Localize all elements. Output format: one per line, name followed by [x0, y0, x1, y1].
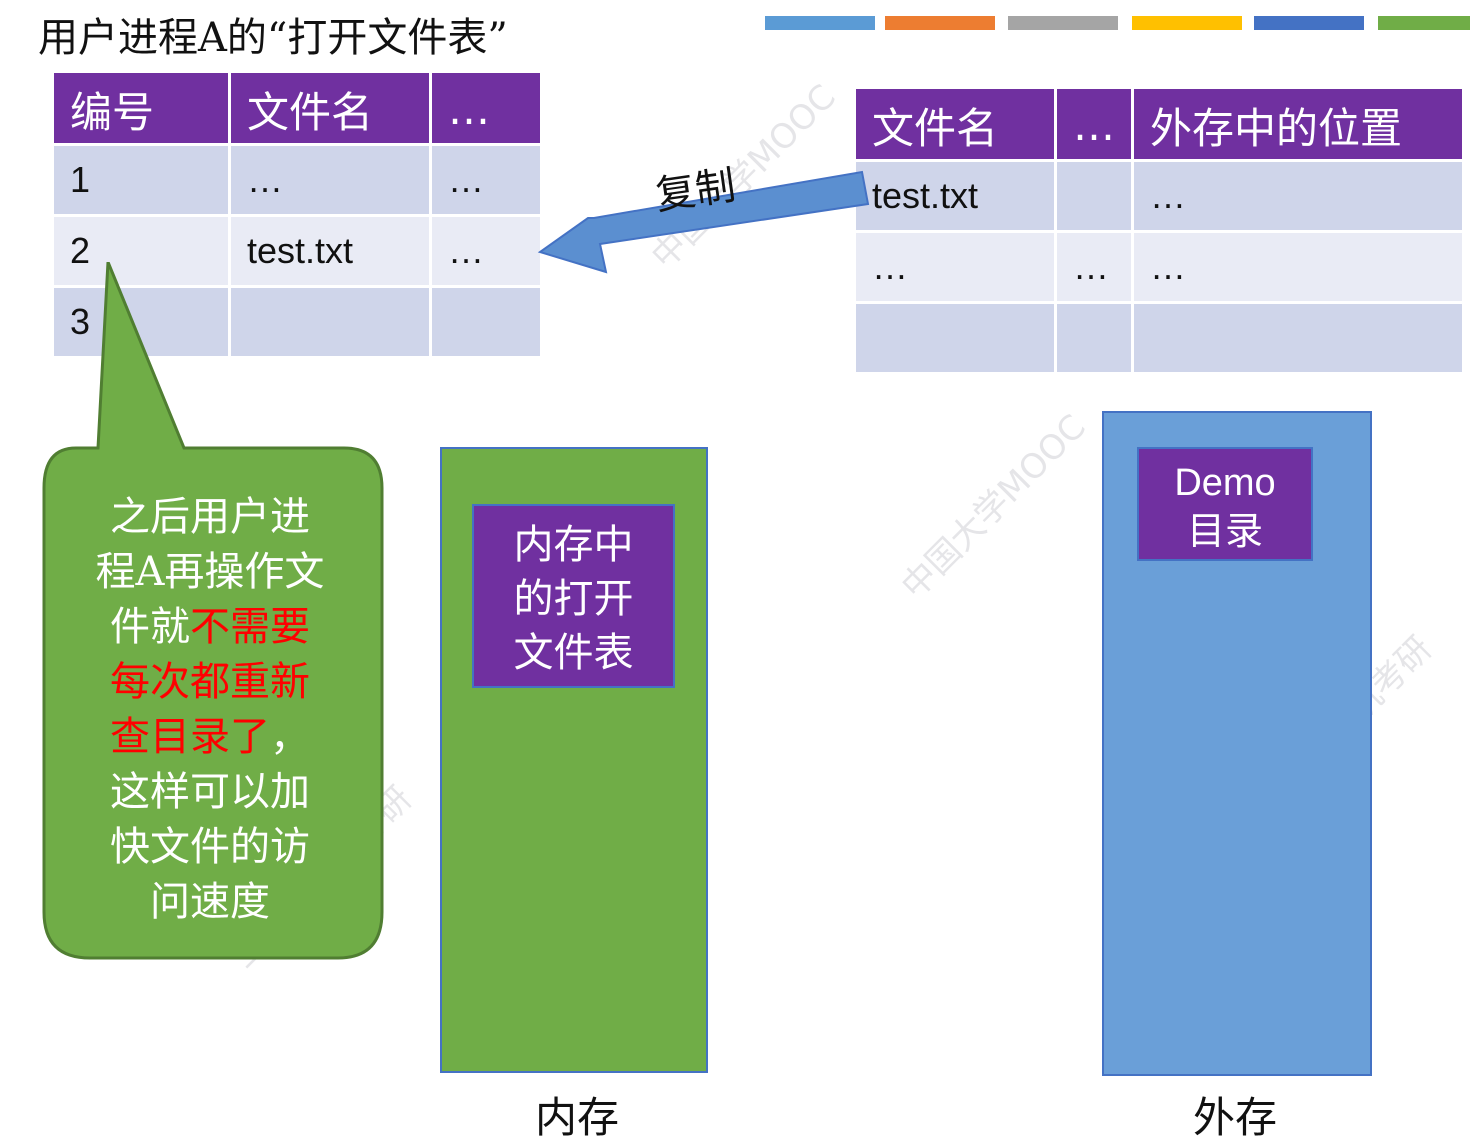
copy-arrow — [537, 170, 870, 274]
memory-box-line: 的打开 — [513, 576, 634, 622]
callout-highlight: 查目录了 — [110, 714, 270, 760]
top-bar-4 — [1132, 16, 1242, 30]
top-bar-1 — [765, 16, 875, 30]
watermark-mooc: 中国大学MOOC — [893, 407, 1094, 607]
cell-more: … — [432, 217, 540, 285]
col-header-more: … — [1057, 91, 1131, 159]
memory-box-line: 内存中 — [513, 522, 634, 568]
col-header-filename: 文件名 — [231, 75, 429, 143]
cell-location: … — [1134, 162, 1462, 230]
callout-highlight: 不需要 — [190, 604, 310, 650]
demo-box-line: 目录 — [1186, 509, 1263, 553]
table-row: 3 — [54, 288, 540, 356]
memory-box-line: 文件表 — [513, 630, 634, 676]
cell-more — [1057, 304, 1131, 372]
cell-filename: test.txt — [231, 217, 429, 285]
open-file-table: 编号 文件名 … 1 … … 2 test.txt … 3 — [51, 72, 543, 359]
cell-location — [1134, 304, 1462, 372]
memory-open-file-table-box: 内存中 的打开 文件表 — [472, 504, 675, 688]
table-row: 2 test.txt … — [54, 217, 540, 285]
directory-table: 文件名 … 外存中的位置 test.txt … … … … — [853, 88, 1465, 375]
cell-more — [432, 288, 540, 356]
top-bar-6 — [1378, 16, 1470, 30]
cell-more: … — [1057, 233, 1131, 301]
callout-highlight: 每次都重新 — [110, 659, 310, 705]
callout-text-span: ， — [270, 714, 310, 760]
cell-filename: … — [856, 233, 1054, 301]
table-row — [856, 304, 1462, 372]
top-bar-5 — [1254, 16, 1364, 30]
table-row: … … … — [856, 233, 1462, 301]
callout-line: 程A再操作文 — [95, 549, 325, 595]
cell-filename — [231, 288, 429, 356]
memory-label: 内存 — [535, 1093, 620, 1142]
cell-filename: test.txt — [856, 162, 1054, 230]
callout-line: 之后用户进 — [110, 494, 310, 540]
copy-label: 复制 — [652, 162, 739, 220]
cell-number: 1 — [54, 146, 228, 214]
callout-line: 查目录了， — [70, 710, 350, 765]
callout-line: 件就不需要 — [70, 600, 350, 655]
table-row: 1 … … — [54, 146, 540, 214]
callout-line: 问速度 — [150, 879, 270, 925]
cell-location: … — [1134, 233, 1462, 301]
demo-box-line: Demo — [1174, 462, 1276, 504]
col-header-filename: 文件名 — [856, 91, 1054, 159]
demo-directory-box: Demo 目录 — [1137, 447, 1313, 561]
table-row: test.txt … — [856, 162, 1462, 230]
callout-text-span: 件就 — [110, 604, 190, 650]
callout-bubble — [42, 262, 384, 960]
col-header-location: 外存中的位置 — [1134, 91, 1462, 159]
page-title: 用户进程A的“打开文件表” — [38, 15, 508, 61]
callout-line: 快文件的访 — [110, 824, 310, 870]
cell-filename — [856, 304, 1054, 372]
cell-more — [1057, 162, 1131, 230]
col-header-number: 编号 — [54, 75, 228, 143]
top-bar-3 — [1008, 16, 1118, 30]
cell-number-highlight: 2 — [54, 217, 228, 285]
col-header-more: … — [432, 75, 540, 143]
top-bar-2 — [885, 16, 995, 30]
callout-line: 这样可以加 — [110, 769, 310, 815]
disk-label: 外存 — [1193, 1093, 1278, 1142]
callout-text: 之后用户进 程A再操作文 件就不需要 每次都重新 查目录了， 这样可以加 快文件… — [70, 490, 350, 930]
cell-filename: … — [231, 146, 429, 214]
cell-more: … — [432, 146, 540, 214]
